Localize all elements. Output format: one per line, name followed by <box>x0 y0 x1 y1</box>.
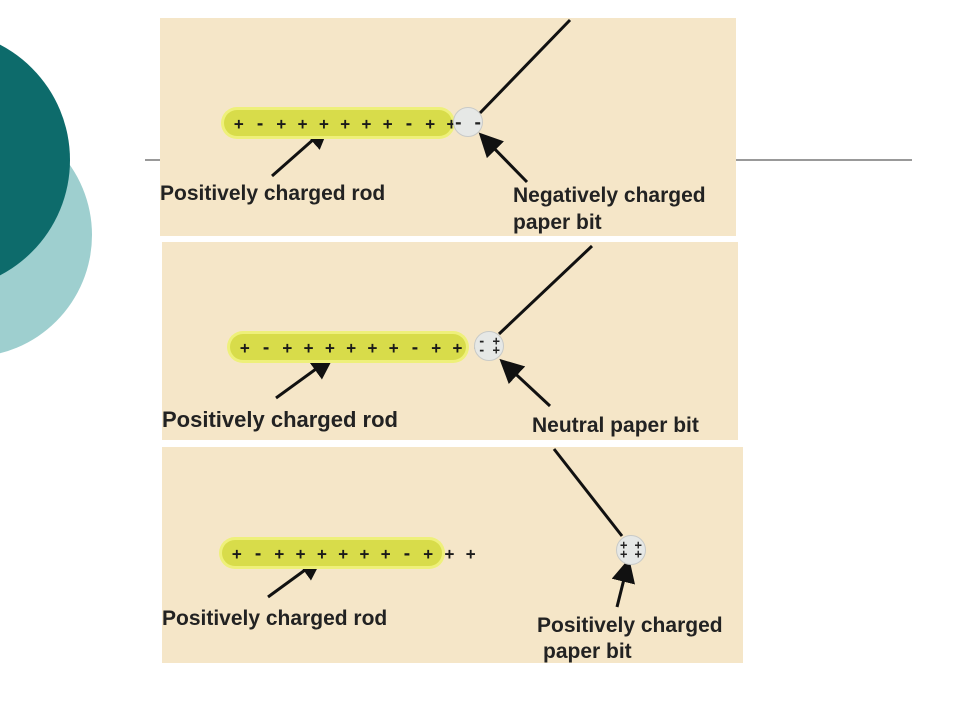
panel-negatively-charged-bit: + - + + + + + + - + + + - - Positively c… <box>160 18 736 236</box>
charged-rod: + - + + + + + + - + + + <box>230 334 484 360</box>
bit-label-line-1: Positively charged <box>537 614 723 637</box>
charged-rod: + - + + + + + + - + + + <box>222 540 476 566</box>
thread-line <box>497 244 594 336</box>
charged-rod: + - + + + + + + - + + + <box>224 110 478 136</box>
bit-label-line-1: Neutral paper bit <box>532 414 699 437</box>
bit-label-line-2: paper bit <box>513 211 602 234</box>
bit-arrow <box>499 358 552 408</box>
rod-label: Positively charged rod <box>162 407 398 432</box>
paper-bit: + + + + <box>616 535 646 565</box>
rod-label: Positively charged rod <box>160 182 386 205</box>
panel-neutral-bit: + - + + + + + + - + + + - + - + Positive… <box>162 242 738 440</box>
panel-3-arrows <box>267 448 636 608</box>
bit-arrow <box>611 558 636 608</box>
bit-label-line-2: paper bit <box>543 640 632 663</box>
rod-label: Positively charged rod <box>162 607 388 630</box>
panel-1-arrows <box>271 18 572 184</box>
panel-positively-charged-bit: + - + + + + + + - + + + + + + + Positive… <box>162 447 743 663</box>
rod-arrow <box>271 125 330 178</box>
dark-teal-circle <box>0 44 70 276</box>
thread-line <box>478 18 572 115</box>
paper-bit: - - <box>453 107 483 137</box>
bit-label-line-1: Negatively charged <box>513 184 706 207</box>
rod-arrow <box>267 556 324 599</box>
paper-bit: - + - + <box>474 331 504 361</box>
thread-line <box>552 448 624 537</box>
rod-arrow <box>275 355 335 400</box>
panel-2-arrows <box>275 244 594 408</box>
bit-arrow <box>478 132 529 184</box>
